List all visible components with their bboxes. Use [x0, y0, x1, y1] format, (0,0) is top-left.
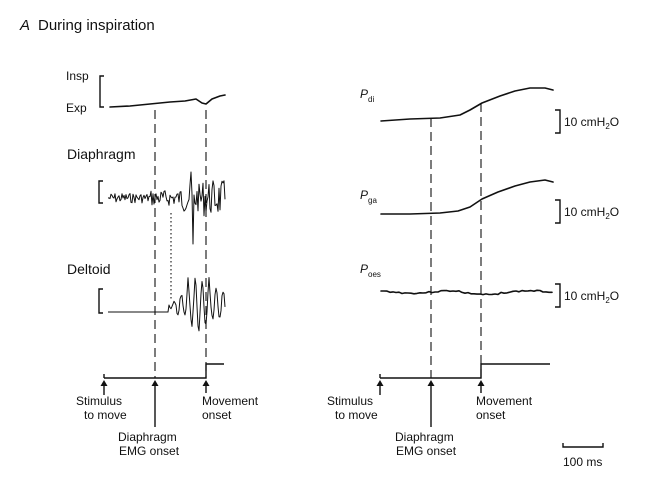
pdi-subscript: di [368, 95, 374, 104]
left-emg-onset-label-1: Diaphragm [118, 430, 177, 444]
insp-label: Insp [66, 69, 89, 83]
poes-symbol: P [360, 262, 368, 276]
right-emg-onset-label-2: EMG onset [396, 444, 457, 458]
pdi-symbol: P [360, 87, 368, 101]
poes-trace [380, 289, 553, 296]
diaphragm-scale-bracket [98, 180, 103, 204]
time-scale-bar [562, 443, 604, 448]
left-stimulus-label-2: to move [84, 408, 127, 422]
left-event-marker-trace [104, 363, 224, 379]
poes-scale-bar [555, 283, 561, 308]
left-stimulus-label-1: Stimulus [76, 394, 122, 408]
diaphragm-label: Diaphragm [67, 146, 135, 162]
pdi-trace [380, 87, 554, 122]
panel-letter: A [19, 17, 30, 34]
right-emg-onset-arrow [427, 380, 435, 427]
left-emg-onset-arrow [151, 380, 159, 427]
time-scale-label: 100 ms [563, 455, 602, 469]
pga-trace [380, 179, 554, 215]
breathing-trace [109, 94, 226, 108]
left-movement-label-2: onset [202, 408, 232, 422]
right-movement-label-1: Movement [476, 394, 533, 408]
right-movement-onset-arrow [477, 380, 485, 393]
deltoid-label: Deltoid [67, 261, 111, 277]
poes-subscript: oes [368, 270, 381, 279]
pga-scale-bar [555, 199, 561, 224]
pdi-scale-label: 10 cmH2O [564, 115, 619, 131]
deltoid-scale-bracket [98, 288, 103, 314]
exp-label: Exp [66, 101, 87, 115]
deltoid-emg-trace [108, 277, 226, 332]
right-stimulus-label-2: to move [335, 408, 378, 422]
right-stimulus-arrow [376, 380, 384, 395]
right-movement-label-2: onset [476, 408, 506, 422]
left-emg-onset-label-2: EMG onset [119, 444, 180, 458]
poes-scale-label: 10 cmH2O [564, 289, 619, 305]
pga-scale-label: 10 cmH2O [564, 205, 619, 221]
pga-subscript: ga [368, 196, 377, 205]
left-movement-label-1: Movement [202, 394, 259, 408]
left-stimulus-arrow [100, 380, 108, 395]
right-event-marker-trace [380, 363, 550, 379]
right-emg-onset-label-1: Diaphragm [395, 430, 454, 444]
left-movement-onset-arrow [202, 380, 210, 393]
diaphragm-emg-trace [107, 171, 226, 245]
pga-symbol: P [360, 188, 368, 202]
pdi-scale-bar [555, 109, 561, 134]
breathing-scale-bracket [99, 75, 104, 108]
panel-title: During inspiration [38, 17, 155, 34]
right-stimulus-label-1: Stimulus [327, 394, 373, 408]
